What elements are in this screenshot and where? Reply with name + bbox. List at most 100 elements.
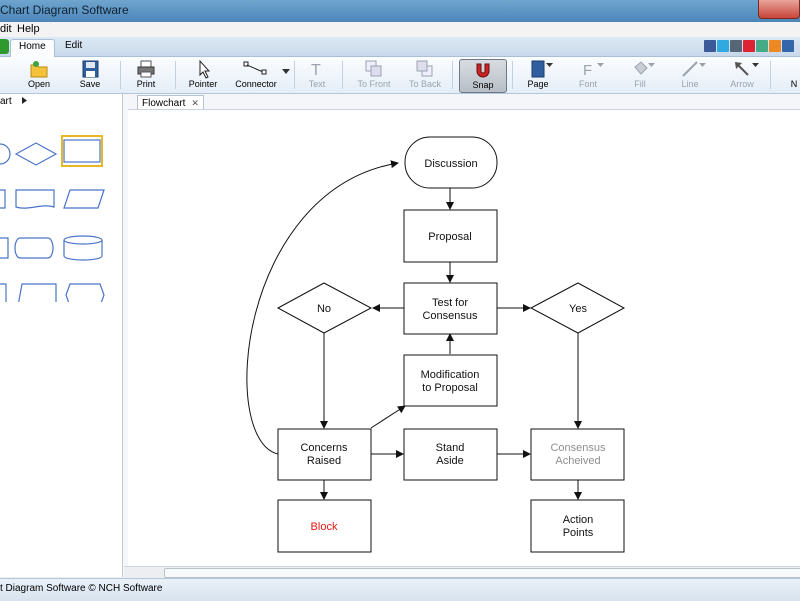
node-discussion[interactable] — [404, 136, 498, 189]
fill-button[interactable]: Fill — [624, 59, 656, 91]
facebook-icon[interactable] — [704, 40, 716, 52]
node-yes[interactable] — [529, 282, 626, 334]
stumble-icon[interactable] — [756, 40, 768, 52]
digg-icon[interactable] — [743, 40, 755, 52]
node-action-points[interactable] — [530, 499, 625, 553]
app-menu-icon[interactable] — [0, 39, 9, 54]
label-stand-2: Aside — [436, 455, 464, 467]
label-modification-2: to Proposal — [422, 382, 478, 394]
shape-data[interactable] — [63, 189, 105, 209]
shape-manual-input[interactable] — [18, 283, 57, 302]
social-links — [704, 40, 794, 52]
shape-circle[interactable] — [0, 143, 11, 165]
shape-stored-data[interactable] — [14, 237, 54, 259]
connector-button[interactable]: Connector — [232, 59, 280, 91]
font-dropdown-icon[interactable] — [597, 63, 604, 68]
floppy-disk-icon — [82, 60, 99, 78]
arrow-dropdown-icon[interactable] — [752, 63, 759, 68]
folder-open-icon — [30, 61, 48, 78]
printer-icon — [137, 60, 155, 78]
label-test-1: Test for — [432, 297, 468, 309]
delicious-icon[interactable] — [782, 40, 794, 52]
shape-predefined[interactable] — [0, 189, 6, 209]
share-icon[interactable] — [730, 40, 742, 52]
font-icon: F — [583, 62, 592, 79]
rss-icon[interactable] — [769, 40, 781, 52]
shape-decision[interactable] — [14, 142, 58, 166]
label-concerns-2: Raised — [307, 455, 341, 467]
scrollbar-thumb[interactable] — [164, 568, 800, 578]
shape-delay[interactable] — [0, 283, 7, 302]
library-expand-icon[interactable] — [22, 97, 28, 104]
label-stand-1: Stand — [436, 442, 465, 454]
node-modification[interactable] — [403, 354, 498, 407]
node-concerns-raised[interactable] — [277, 428, 372, 481]
horizontal-scrollbar[interactable] — [124, 566, 800, 578]
connector-concerns-discussion[interactable] — [246, 160, 399, 455]
shape-manual-op[interactable] — [0, 237, 9, 259]
page-button[interactable]: Page — [522, 59, 554, 91]
label-action-2: Points — [563, 527, 594, 539]
shape-preparation[interactable] — [65, 283, 105, 302]
shape-database[interactable] — [63, 235, 103, 261]
label-action-1: Action — [563, 514, 594, 526]
page-icon — [531, 60, 545, 78]
shape-process-selected[interactable] — [61, 135, 103, 167]
node-proposal[interactable] — [403, 209, 498, 263]
arrow-icon — [735, 62, 749, 76]
more-button[interactable]: N — [790, 79, 798, 89]
font-button[interactable]: F Font — [572, 59, 604, 91]
flowchart-diagram: Discussion Proposal Test for Consensus N… — [246, 136, 626, 553]
text-button[interactable]: T Text — [304, 59, 330, 91]
node-consensus-achieved[interactable] — [530, 428, 625, 481]
twitter-icon[interactable] — [717, 40, 729, 52]
window-title: Chart Diagram Software — [0, 3, 129, 17]
label-concerns-1: Concerns — [300, 442, 348, 454]
label-proposal: Proposal — [428, 231, 471, 243]
svg-text:T: T — [311, 62, 321, 79]
line-dropdown-icon[interactable] — [699, 63, 706, 68]
close-window-button[interactable] — [758, 0, 800, 19]
menu-bar: dit Help — [0, 22, 800, 37]
tab-edit[interactable]: Edit — [65, 40, 83, 51]
node-stand-aside[interactable] — [403, 428, 498, 481]
line-button[interactable]: Line — [674, 59, 706, 91]
connector-dropdown-icon[interactable] — [282, 69, 290, 75]
print-button[interactable]: Print — [132, 59, 160, 91]
tab-flowchart[interactable]: Flowchart✕ — [137, 95, 204, 110]
page-dropdown-icon[interactable] — [546, 63, 553, 68]
pointer-button[interactable]: Pointer — [186, 59, 220, 91]
ribbon-toolbar: Open Save Print Pointer Connector T Text… — [0, 57, 800, 94]
svg-text:F: F — [583, 62, 592, 79]
close-tab-icon[interactable]: ✕ — [191, 98, 199, 108]
arrow-button[interactable]: Arrow — [724, 59, 760, 91]
tab-home[interactable]: Home — [10, 39, 55, 58]
send-to-back-icon — [416, 60, 433, 77]
title-bar: Chart Diagram Software — [0, 0, 800, 22]
menu-help[interactable]: Help — [17, 23, 40, 35]
to-back-button[interactable]: To Back — [406, 59, 444, 91]
node-no[interactable] — [276, 282, 373, 334]
label-consensus-2: Acheived — [555, 455, 600, 467]
menu-edit[interactable]: dit — [0, 23, 12, 35]
diagram-canvas[interactable]: Discussion Proposal Test for Consensus N… — [128, 109, 800, 568]
text-tool-icon: T — [311, 62, 321, 79]
node-test-consensus[interactable] — [403, 282, 498, 335]
node-block[interactable] — [277, 499, 372, 553]
label-no: No — [317, 303, 331, 315]
shape-library-panel: art — [0, 94, 123, 577]
open-button[interactable]: Open — [24, 59, 54, 91]
connector-concerns-modification[interactable] — [370, 405, 406, 429]
pointer-cursor-icon — [199, 59, 211, 79]
label-discussion: Discussion — [424, 158, 477, 170]
label-modification-1: Modification — [421, 369, 480, 381]
snap-toggle-button[interactable]: Snap — [459, 59, 507, 93]
save-button[interactable]: Save — [74, 59, 106, 91]
fill-dropdown-icon[interactable] — [648, 63, 655, 68]
line-icon — [682, 61, 698, 77]
to-front-button[interactable]: To Front — [355, 59, 393, 91]
status-text: t Diagram Software © NCH Software — [0, 583, 163, 594]
shape-document[interactable] — [15, 189, 55, 209]
label-block: Block — [311, 521, 338, 533]
shape-library-header: art — [0, 96, 12, 107]
